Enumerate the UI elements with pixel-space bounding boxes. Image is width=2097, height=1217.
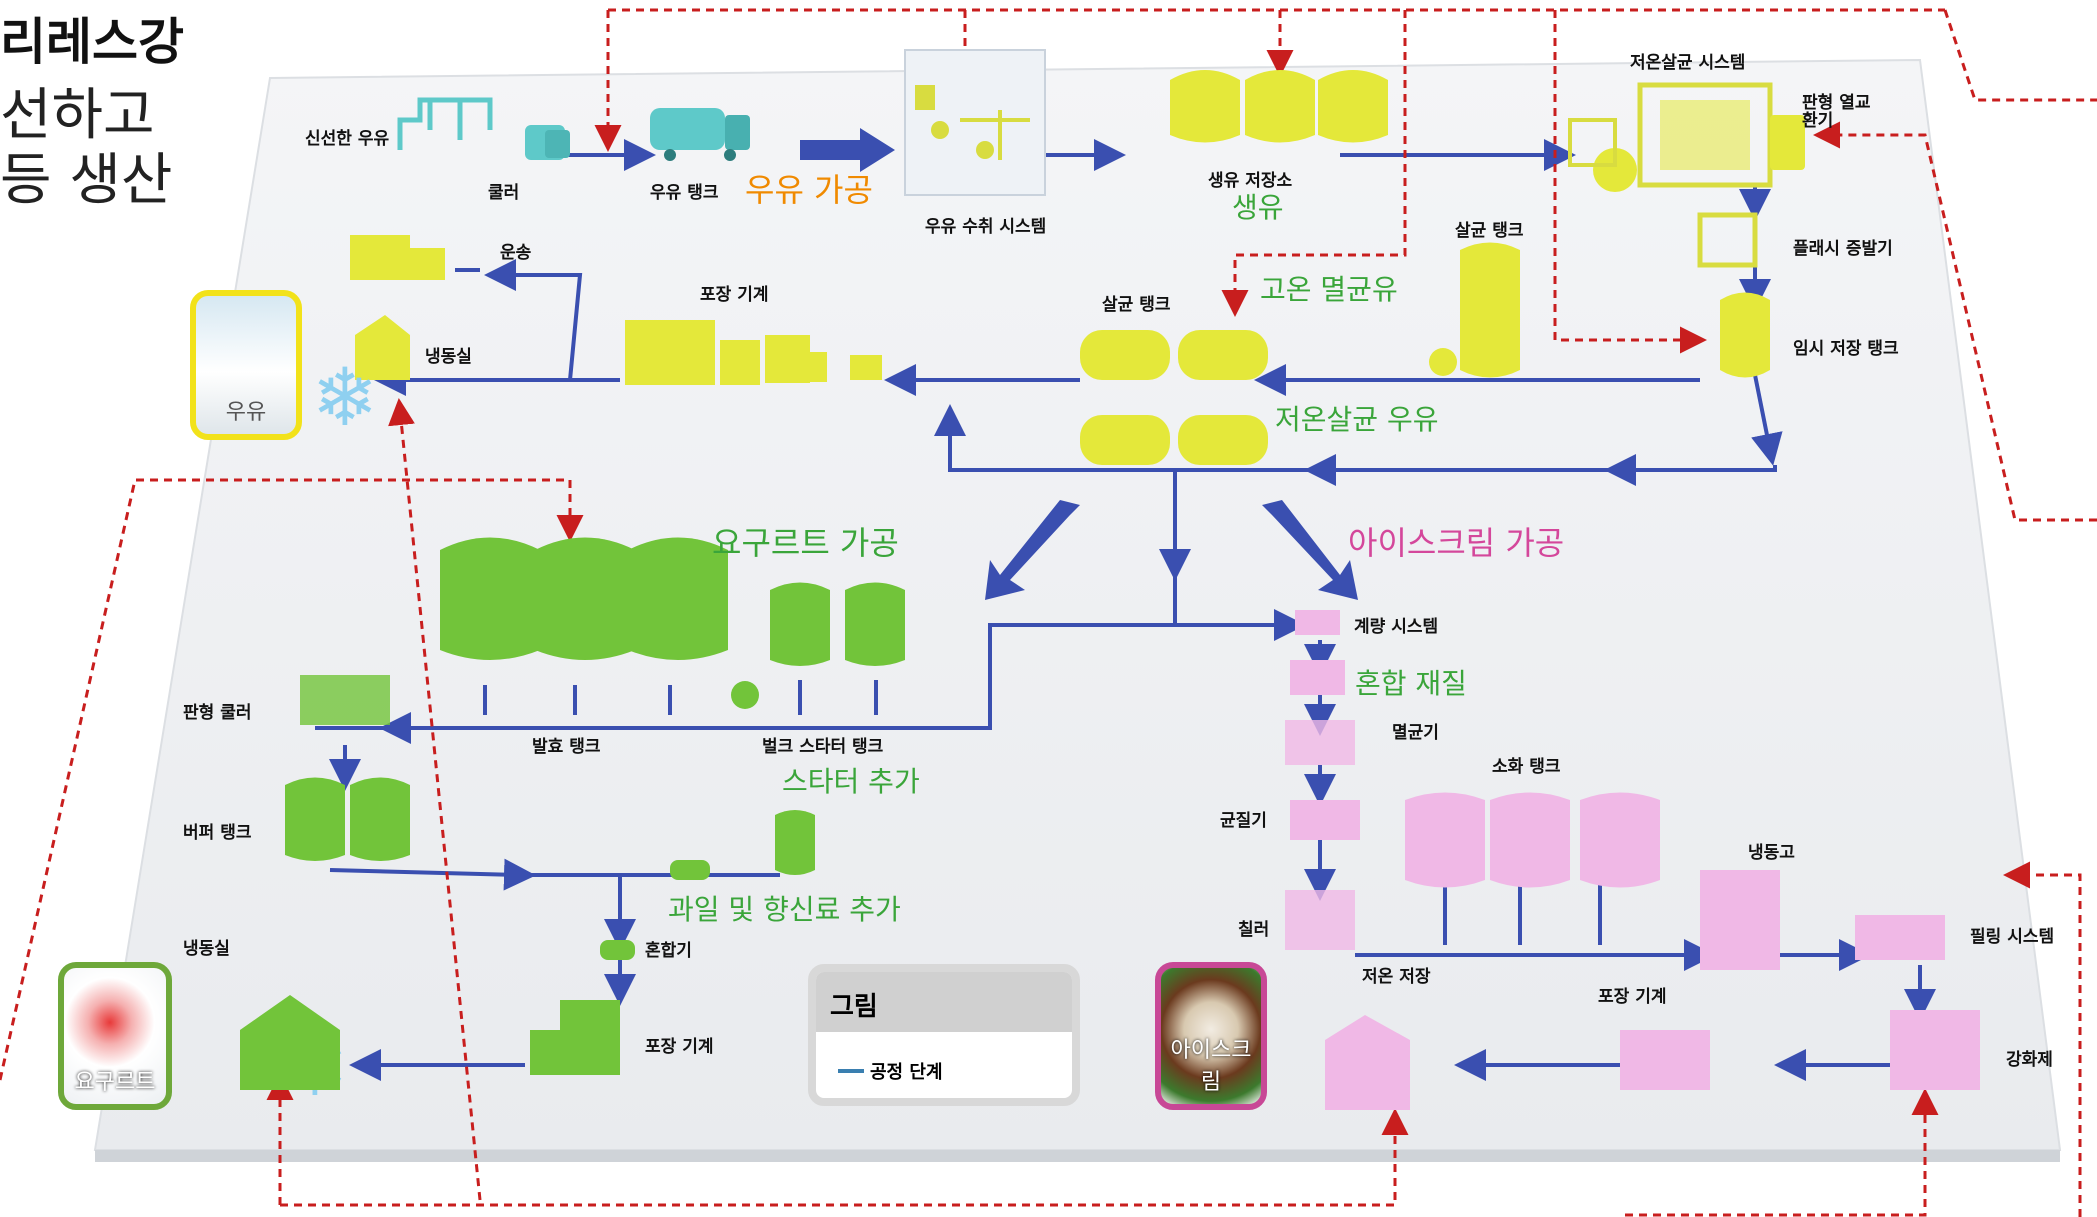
buffer-tanks <box>285 777 410 861</box>
label-sterile-tank-mid: 살균 탱크 <box>1102 295 1171 315</box>
label-raw-milk: 생유 <box>1232 191 1284 224</box>
page-heading: 리레스강 <box>0 13 184 71</box>
label-mixing-ingredients: 혼합 재질 <box>1355 667 1467 700</box>
label-yogurt-processing: 요구르트 가공 <box>712 524 899 562</box>
snowflake-icon: ❄ <box>311 351 378 444</box>
label-milk-reception: 우유 수취 시스템 <box>925 217 1047 237</box>
label-yogurt-mixer: 혼합기 <box>645 941 692 961</box>
label-pasteurizer-system: 저온살균 시스템 <box>1630 53 1746 73</box>
label-homogenizer: 균질기 <box>1220 811 1267 831</box>
label-aging-tank: 소화 탱크 <box>1492 757 1561 777</box>
bulk-starter-tanks <box>770 582 905 666</box>
legend-title: 그림 <box>816 972 1072 1032</box>
transport-truck <box>350 235 445 280</box>
label-plate-heat-exchanger: 판형 열교환기 <box>1802 93 1871 131</box>
label-temp-storage: 임시 저장 탱크 <box>1793 339 1899 359</box>
label-cold-storage: 저온 저장 <box>1362 967 1431 987</box>
label-sterilizer: 멸균기 <box>1392 723 1439 743</box>
label-buffer-tank: 버퍼 탱크 <box>183 823 252 843</box>
label-sterile-tank-right: 살균 탱크 <box>1455 221 1524 241</box>
yogurt-product-image: 요구르트 <box>58 962 172 1110</box>
label-hardener: 강화제 <box>2006 1050 2053 1070</box>
label-icecream-processing: 아이스크림 가공 <box>1348 524 1565 562</box>
yogurt-cold-room-house <box>240 995 340 1090</box>
heading-line-2: 등 생산 <box>0 148 173 213</box>
tall-sterile-tank <box>1460 242 1520 378</box>
label-metering-system: 계량 시스템 <box>1354 617 1439 637</box>
plate-cooler-unit <box>300 675 390 725</box>
label-milk-processing: 우유 가공 <box>745 171 873 209</box>
legend-box: 그림 공정 단계 <box>808 964 1080 1106</box>
plate-heat-exchanger-body <box>1770 115 1805 170</box>
label-raw-storage: 생유 저장소 <box>1208 171 1293 191</box>
label-freezer: 냉동고 <box>1748 843 1795 863</box>
label-fresh-milk: 신선한 우유 <box>305 129 390 149</box>
yogurt-mixer <box>600 940 635 960</box>
milk-packaging-line <box>625 320 882 385</box>
label-cooler: 쿨러 <box>488 183 520 203</box>
legend-item-label: 공정 단계 <box>870 1062 943 1083</box>
milk-reception-box <box>904 49 1046 196</box>
label-uht-milk: 고온 멸균유 <box>1260 273 1398 306</box>
label-filling-system: 필링 시스템 <box>1970 927 2055 947</box>
icecream-product-image: 아이스크림 <box>1155 962 1267 1110</box>
pasteurizer-system-frame <box>1568 82 1773 192</box>
milk-tank-truck <box>650 108 750 161</box>
label-plate-cooler: 판형 쿨러 <box>183 703 252 723</box>
yogurt-packaging-machine <box>530 1000 620 1075</box>
label-starter-add: 스타터 추가 <box>782 765 920 798</box>
label-milk-cold-room: 냉동실 <box>425 347 472 367</box>
label-icecream-packaging: 포장 기계 <box>1598 987 1667 1007</box>
label-yogurt-packaging: 포장 기계 <box>645 1037 714 1057</box>
milk-flow-big-arrow <box>800 128 895 172</box>
label-pasteurized-milk: 저온살균 우유 <box>1275 403 1439 436</box>
label-chiller: 칠러 <box>1238 920 1270 940</box>
yogurt-direction-big-arrow <box>985 500 1080 600</box>
factory-floor-edge <box>95 1150 2060 1162</box>
label-fermentation-tank: 발효 탱크 <box>532 737 601 757</box>
label-transport: 운송 <box>500 243 532 263</box>
milk-product-image: 우유 <box>190 290 302 440</box>
label-fruit-flavor-add: 과일 및 향신료 추가 <box>668 893 901 926</box>
milk-cold-room-house <box>355 315 410 380</box>
cooler-unit-2 <box>545 130 570 158</box>
temp-storage-tank-shape <box>1720 292 1770 378</box>
process-step-arrow-icon <box>838 1069 864 1073</box>
heading-line-1: 선하고 <box>0 83 155 148</box>
fruit-flavor-tank <box>775 810 815 875</box>
label-milk-tank: 우유 탱크 <box>650 183 719 203</box>
raw-milk-silos <box>1170 70 1388 143</box>
icecream-equipment <box>1285 610 1980 1110</box>
flow-lines <box>315 139 1936 1081</box>
label-yogurt-cold-room: 냉동실 <box>183 939 230 959</box>
label-milk-packaging: 포장 기계 <box>700 285 769 305</box>
legend-item: 공정 단계 <box>838 1058 943 1084</box>
label-bulk-starter-tank: 벌크 스타터 탱크 <box>762 737 884 757</box>
flash-evaporator-frame <box>1697 212 1758 268</box>
flavor-inline-unit <box>670 860 710 880</box>
icecream-direction-big-arrow <box>1262 500 1358 600</box>
label-flash-evaporator: 플래시 증발기 <box>1793 239 1893 259</box>
fresh-milk-piping <box>397 97 493 150</box>
horizontal-tanks <box>1080 330 1268 465</box>
fermentation-tanks <box>440 537 728 660</box>
